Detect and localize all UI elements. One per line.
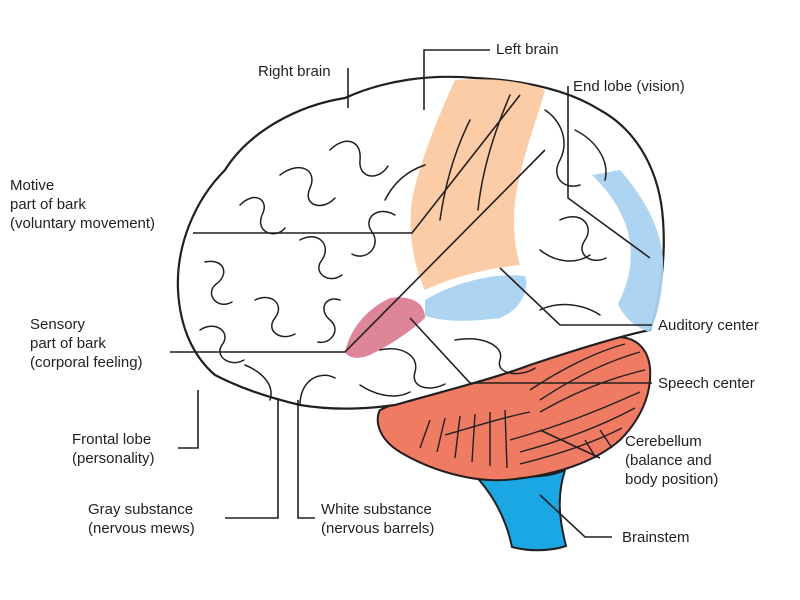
- label-motive-cortex: Motive part of bark (voluntary movement): [10, 176, 155, 233]
- label-left-brain: Left brain: [496, 40, 559, 59]
- label-line: Frontal lobe: [72, 431, 152, 448]
- label-line: part of bark: [10, 196, 86, 213]
- motor-area: [410, 79, 545, 290]
- label-cerebellum: Cerebellum (balance and body position): [625, 432, 718, 489]
- label-speech-center: Speech center: [658, 374, 755, 393]
- speech-area: [345, 297, 425, 358]
- label-white-substance: White substance (nervous barrels): [321, 500, 434, 538]
- label-line: White substance: [321, 501, 432, 518]
- label-line: (voluntary movement): [10, 215, 156, 232]
- label-line: (personality): [72, 450, 155, 467]
- label-line: Sensory: [30, 316, 86, 333]
- label-line: Auditory center: [658, 317, 759, 334]
- label-line: Cerebellum: [625, 433, 702, 450]
- label-line: Gray substance: [88, 501, 194, 518]
- label-end-lobe: End lobe (vision): [573, 77, 685, 96]
- label-frontal-lobe: Frontal lobe (personality): [72, 430, 155, 468]
- vision-area: [592, 170, 664, 332]
- label-gray-substance: Gray substance (nervous mews): [88, 500, 195, 538]
- leader-lines: [170, 49, 652, 538]
- label-sensory-cortex: Sensory part of bark (corporal feeling): [30, 315, 143, 372]
- label-line: Speech center: [658, 375, 755, 392]
- label-line: Right brain: [258, 63, 331, 80]
- label-line: Left brain: [496, 41, 559, 58]
- label-line: (nervous barrels): [321, 520, 435, 537]
- label-line: body position): [625, 471, 719, 488]
- label-line: part of bark: [30, 335, 106, 352]
- label-line: (corporal feeling): [30, 354, 143, 371]
- label-auditory-center: Auditory center: [658, 316, 759, 335]
- cortex-folds: [199, 94, 607, 406]
- label-line: Brainstem: [622, 529, 690, 546]
- auditory-area: [425, 275, 527, 321]
- label-line: End lobe (vision): [573, 78, 685, 95]
- label-line: (balance and: [625, 452, 712, 469]
- label-line: (nervous mews): [88, 520, 195, 537]
- label-brainstem: Brainstem: [622, 528, 690, 547]
- cerebellum-folia: [419, 343, 646, 469]
- label-line: Motive: [10, 177, 55, 194]
- brainstem-shape: [466, 468, 568, 552]
- label-right-brain: Right brain: [258, 62, 331, 81]
